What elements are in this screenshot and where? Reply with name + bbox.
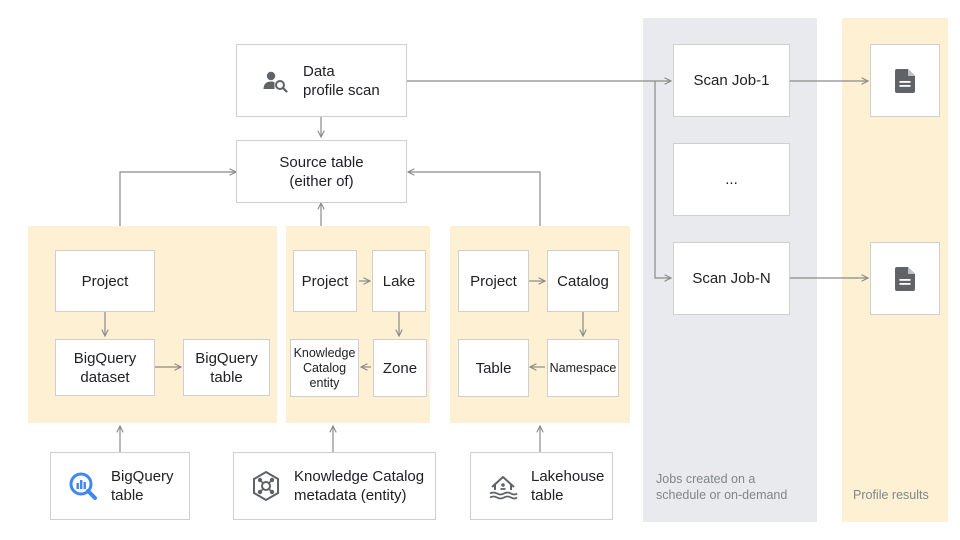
arrow-bigquery-group-to-source — [119, 172, 236, 226]
knowledge-catalog-source-label: Knowledge Catalog metadata (entity) — [294, 468, 425, 504]
scan-job-ellipsis-label: ... — [725, 171, 738, 188]
lakehouse-source-box: Lakehouse table — [470, 452, 613, 520]
arrow-lakehouse-group-to-source — [408, 172, 541, 226]
scan-job-1-label: Scan Job-1 — [693, 72, 770, 89]
person-search-icon — [259, 65, 291, 97]
lh-catalog-label: Catalog — [557, 272, 609, 290]
data-profile-scan-label: Data profile scan — [303, 62, 380, 99]
knowledge-catalog-source-box: Knowledge Catalog metadata (entity) — [233, 452, 436, 520]
document-icon — [895, 68, 915, 93]
bigquery-source-label: BigQuery table — [111, 468, 174, 504]
bq-table-box: BigQuery table — [183, 339, 270, 396]
profile-result-n-box — [870, 242, 940, 315]
bigquery-icon — [67, 470, 99, 502]
arrow-scan-to-job-n — [654, 81, 671, 278]
zone-box: Zone — [373, 339, 427, 397]
namespace-box: Namespace — [547, 339, 619, 397]
lh-table-box: Table — [458, 339, 529, 397]
bq-table-label: BigQuery table — [195, 349, 258, 386]
bq-dataset-label: BigQuery dataset — [73, 349, 137, 386]
lake-box: Lake — [372, 250, 426, 312]
bq-dataset-box: BigQuery dataset — [55, 339, 155, 396]
lakehouse-icon — [487, 470, 519, 502]
results-caption: Profile results — [853, 488, 929, 502]
scan-job-n-label: Scan Job-N — [692, 270, 771, 287]
scan-job-ellipsis-box: ... — [673, 143, 790, 216]
zone-label: Zone — [382, 359, 418, 377]
knowledge-catalog-icon — [250, 470, 282, 502]
scan-job-1-box: Scan Job-1 — [673, 44, 790, 117]
jobs-caption: Jobs created on a schedule or on-demand — [656, 472, 788, 502]
cat-project-label: Project — [301, 272, 349, 290]
cat-project-box: Project — [293, 250, 357, 312]
bq-project-label: Project — [81, 272, 129, 290]
catalog-entity-label: Knowledge Catalog entity — [293, 345, 356, 390]
document-icon — [895, 266, 915, 291]
source-table-label: Source table (either of) — [279, 153, 364, 190]
lh-table-label: Table — [475, 359, 512, 377]
lh-project-label: Project — [470, 272, 517, 290]
lake-label: Lake — [382, 272, 416, 290]
data-profile-scan-box: Data profile scan — [236, 44, 407, 117]
lh-project-box: Project — [458, 250, 529, 312]
lakehouse-source-label: Lakehouse table — [531, 468, 605, 504]
catalog-entity-box: Knowledge Catalog entity — [290, 339, 359, 397]
bq-project-box: Project — [55, 250, 155, 312]
scan-job-n-box: Scan Job-N — [673, 242, 790, 315]
bigquery-source-box: BigQuery table — [50, 452, 190, 520]
namespace-label: Namespace — [549, 360, 617, 375]
profile-result-1-box — [870, 44, 940, 117]
lh-catalog-box: Catalog — [547, 250, 619, 312]
source-table-box: Source table (either of) — [236, 140, 407, 203]
